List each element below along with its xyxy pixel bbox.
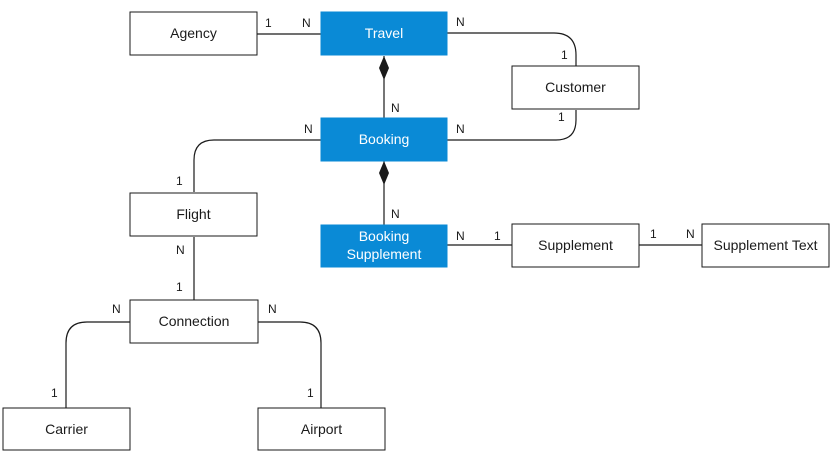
entity-flight: Flight <box>129 192 258 237</box>
card-travel-customer-to: 1 <box>561 48 568 62</box>
entity-supplement-text-box <box>701 223 830 268</box>
entity-airport-label: Airport <box>301 421 342 437</box>
entity-airport-box <box>257 407 386 451</box>
entity-booking-supplement-label-line1: Booking <box>359 228 410 244</box>
card-agency-travel-from: 1 <box>265 16 272 30</box>
entity-agency-label: Agency <box>170 25 217 41</box>
line-connection-carrier <box>65 321 130 408</box>
entity-supplement: Supplement <box>511 223 640 268</box>
line-travel-customer <box>447 32 577 66</box>
card-customer-booking-to: N <box>456 122 465 136</box>
card-supplement-supplement-text-from: 1 <box>650 227 657 241</box>
entity-carrier: Carrier <box>2 407 131 451</box>
card-connection-airport-to: 1 <box>307 386 314 400</box>
line-customer-booking <box>447 110 577 141</box>
card-booking-flight-from: N <box>304 122 313 136</box>
composition-diamond-travel <box>379 56 389 80</box>
entity-travel-box <box>320 11 448 56</box>
entity-connection-label: Connection <box>159 313 230 329</box>
card-connection-carrier-from: N <box>112 302 121 316</box>
entity-booking-supplement: Booking Supplement <box>320 224 448 268</box>
entity-carrier-box <box>2 407 131 451</box>
card-flight-connection-to: 1 <box>176 280 183 294</box>
entity-supplement-text-label: Supplement Text <box>713 237 817 253</box>
entity-customer-label: Customer <box>545 79 606 95</box>
entity-booking-box <box>320 117 448 162</box>
card-booking-flight-to: 1 <box>176 174 183 188</box>
card-booking-booking-supplement-to: N <box>391 207 400 221</box>
entity-connection-box <box>129 299 259 344</box>
card-travel-booking-to: N <box>391 101 400 115</box>
entity-agency-box <box>129 11 258 56</box>
composition-diamond-booking <box>379 161 389 185</box>
entity-booking: Booking <box>320 117 448 162</box>
entity-travel-label: Travel <box>365 25 403 41</box>
cardinality-labels: 1 N N 1 N 1 N N 1 N N 1 1 N N 1 N 1 N 1 <box>51 15 695 400</box>
entity-customer-box <box>511 65 640 110</box>
card-connection-airport-from: N <box>268 302 277 316</box>
line-booking-flight <box>193 139 321 192</box>
entity-supplement-label: Supplement <box>538 237 613 253</box>
card-connection-carrier-to: 1 <box>51 386 58 400</box>
card-travel-customer-from: N <box>456 15 465 29</box>
card-flight-connection-from: N <box>176 243 185 257</box>
entity-supplement-text: Supplement Text <box>701 223 830 268</box>
entity-booking-label: Booking <box>359 131 410 147</box>
entity-flight-box <box>129 192 258 237</box>
entity-agency: Agency <box>129 11 258 56</box>
entity-flight-label: Flight <box>176 206 210 222</box>
entity-booking-supplement-box <box>320 224 448 268</box>
entity-customer: Customer <box>511 65 640 110</box>
card-agency-travel-to: N <box>302 16 311 30</box>
card-booking-supplement-supplement-to: 1 <box>494 229 501 243</box>
entity-carrier-label: Carrier <box>45 421 88 437</box>
entity-booking-supplement-label-line2: Supplement <box>347 246 422 262</box>
card-customer-booking-from: 1 <box>558 110 565 124</box>
line-connection-airport <box>258 321 322 408</box>
card-supplement-supplement-text-to: N <box>686 227 695 241</box>
entity-airport: Airport <box>257 407 386 451</box>
card-booking-supplement-supplement-from: N <box>456 229 465 243</box>
entity-supplement-box <box>511 223 640 268</box>
entity-travel: Travel <box>320 11 448 56</box>
entity-connection: Connection <box>129 299 259 344</box>
